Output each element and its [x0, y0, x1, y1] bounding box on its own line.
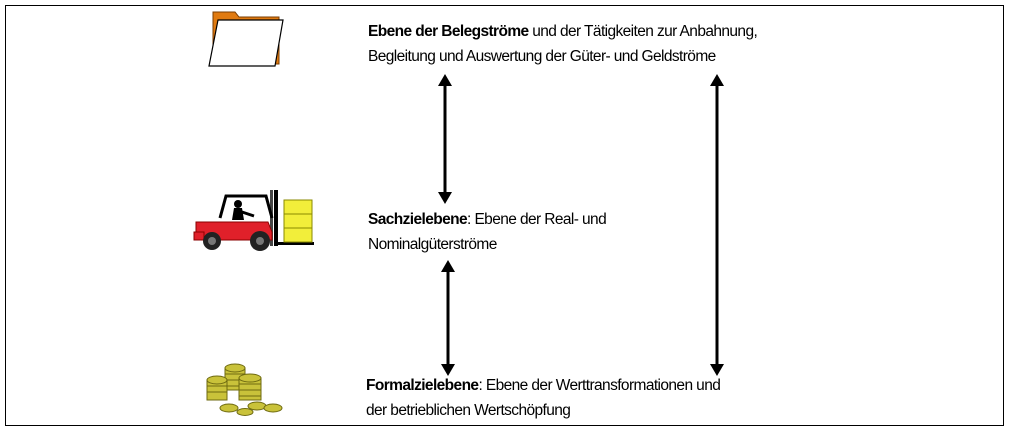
level-beleg-text: Ebene der Belegströme und der Tätigkeite…	[368, 19, 758, 69]
level-beleg-title: Ebene der Belegströme	[368, 23, 529, 40]
level-beleg-line2: Begleitung und Auswertung der Güter- und…	[368, 48, 716, 65]
forklift-icon	[193, 190, 314, 251]
level-sach-text: Sachzielebene: Ebene der Real- und Nomin…	[368, 207, 607, 257]
level-sach-line2: Nominalgüterströme	[368, 236, 497, 253]
level-beleg-line1: und der Tätigkeiten zur Anbahnung,	[528, 23, 758, 40]
level-sach-title: Sachzielebene	[368, 211, 468, 228]
level-formal-line2: der betrieblichen Wertschöpfung	[366, 402, 571, 419]
level-sach-line1: : Ebene der Real- und	[467, 211, 607, 228]
level-formal-title: Formalzielebene	[366, 377, 479, 394]
coins-icon	[206, 363, 283, 416]
folder-icon	[208, 11, 284, 67]
level-formal-line1: : Ebene der Werttransformationen und	[478, 377, 721, 394]
level-formal-text: Formalzielebene: Ebene der Werttransform…	[366, 373, 721, 423]
diagram-frame	[5, 5, 1004, 426]
